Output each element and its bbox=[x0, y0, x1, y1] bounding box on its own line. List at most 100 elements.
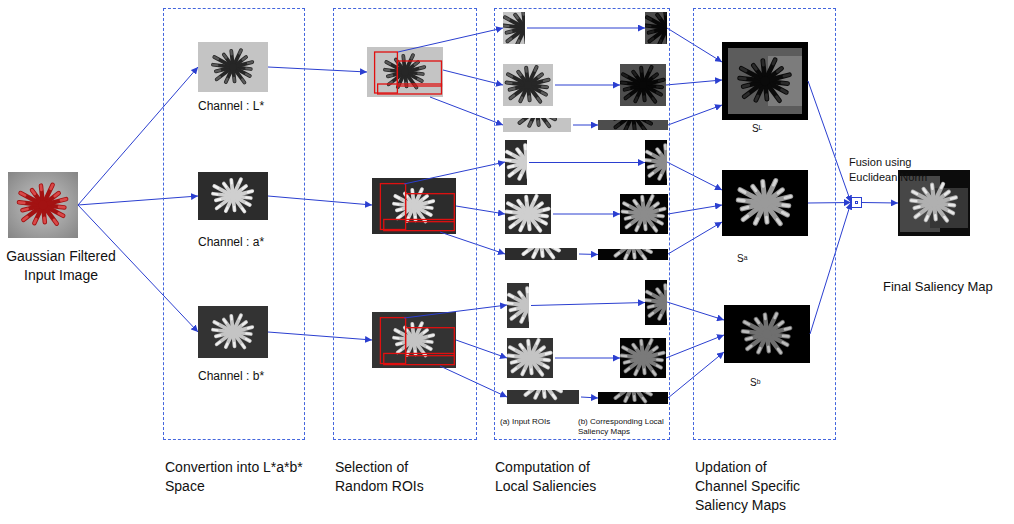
pen-hub bbox=[639, 354, 647, 362]
pen-tip bbox=[233, 207, 236, 211]
pen-tip bbox=[398, 350, 401, 352]
pen bbox=[530, 361, 531, 373]
photo-ground bbox=[722, 170, 808, 236]
flow-arrow bbox=[531, 303, 645, 306]
pen-tip bbox=[779, 322, 783, 325]
pen-tip bbox=[755, 219, 757, 223]
pen-tip bbox=[740, 190, 745, 193]
pen-tip bbox=[646, 24, 651, 27]
pen bbox=[625, 359, 639, 363]
pen-tip bbox=[542, 92, 546, 94]
pen bbox=[665, 145, 666, 159]
flow-arrow bbox=[456, 206, 505, 214]
photo-ground bbox=[8, 172, 78, 238]
pen-tip bbox=[546, 353, 551, 354]
pen-tip bbox=[934, 215, 937, 219]
flow-arrow bbox=[666, 335, 724, 358]
pen-tip bbox=[388, 75, 392, 76]
node-label: Sᴸ bbox=[752, 122, 782, 136]
pen bbox=[403, 56, 404, 69]
pen bbox=[418, 335, 434, 339]
local-roi bbox=[503, 12, 525, 44]
pen-tip bbox=[551, 118, 555, 119]
pen-tip bbox=[765, 95, 768, 100]
pen-tip bbox=[658, 221, 662, 223]
flow-arrow bbox=[553, 214, 620, 215]
pen-tip bbox=[34, 219, 36, 223]
channel-saliency-map: Sᵇ bbox=[724, 305, 810, 363]
pen bbox=[633, 392, 634, 400]
pen-tip bbox=[640, 341, 643, 345]
pen bbox=[216, 197, 230, 200]
pen-tip bbox=[647, 121, 651, 123]
pen-tip bbox=[782, 212, 787, 215]
channel-photo bbox=[198, 306, 268, 358]
roi-rectangle bbox=[406, 328, 455, 356]
pen-tip bbox=[385, 69, 389, 72]
pen bbox=[47, 199, 66, 204]
input-image: Gaussian Filtered Input Image bbox=[8, 172, 78, 238]
pen bbox=[510, 86, 524, 90]
pen-tip bbox=[394, 337, 398, 340]
pen-tip bbox=[643, 256, 645, 259]
saliency-patch bbox=[768, 56, 802, 106]
pen-tip bbox=[394, 203, 398, 206]
pen-tip bbox=[926, 216, 928, 220]
flow-connector bbox=[862, 202, 898, 204]
pen-tip bbox=[626, 218, 631, 219]
pen-tip bbox=[506, 159, 511, 162]
pen-tip bbox=[783, 204, 789, 208]
pen-tip bbox=[647, 250, 651, 252]
flow-connector bbox=[808, 202, 851, 204]
pen-tip bbox=[743, 85, 748, 86]
pen-tip bbox=[515, 15, 517, 18]
pen bbox=[763, 181, 765, 199]
flow-arrow bbox=[555, 358, 620, 359]
local-roi bbox=[503, 64, 553, 106]
pen-tip bbox=[758, 348, 760, 352]
pen bbox=[771, 328, 790, 333]
pen-tip bbox=[643, 96, 646, 100]
photo-ground bbox=[503, 64, 553, 106]
pen-tip bbox=[418, 79, 422, 81]
pen bbox=[533, 248, 539, 257]
pen bbox=[526, 197, 527, 211]
pen bbox=[235, 199, 245, 212]
pen-tip bbox=[216, 70, 220, 71]
pen-tip bbox=[633, 396, 636, 400]
pen-tip bbox=[551, 254, 553, 257]
pen bbox=[543, 390, 544, 397]
pen-tip bbox=[740, 77, 746, 80]
local-saliency-map bbox=[598, 392, 668, 404]
pen-tip bbox=[633, 345, 635, 348]
pen-tip bbox=[511, 96, 514, 99]
pen bbox=[524, 248, 539, 254]
flow-arrow bbox=[440, 366, 507, 397]
pen-tip bbox=[507, 32, 512, 33]
pen-tip bbox=[777, 97, 780, 101]
flow-arrow bbox=[404, 305, 507, 318]
pen-tip bbox=[616, 125, 619, 128]
pen-tip bbox=[626, 369, 629, 372]
pen-tip bbox=[743, 216, 747, 219]
pen-tip bbox=[949, 211, 953, 213]
pen bbox=[649, 29, 663, 33]
pen-tip bbox=[242, 79, 244, 82]
pen-tip bbox=[783, 334, 788, 337]
pen-tip bbox=[646, 159, 651, 162]
pen-tip bbox=[659, 353, 664, 354]
photo-ground bbox=[620, 64, 666, 106]
local-saliency-map bbox=[620, 338, 666, 378]
pen-tip bbox=[654, 227, 656, 230]
pen bbox=[770, 75, 790, 80]
pen bbox=[616, 249, 631, 256]
pen-tip bbox=[634, 201, 636, 204]
pen bbox=[512, 359, 526, 363]
pen-tip bbox=[653, 74, 656, 77]
pen bbox=[649, 163, 663, 167]
pen-tip bbox=[623, 210, 628, 213]
pen bbox=[231, 180, 232, 193]
local-saliency-map bbox=[620, 64, 666, 106]
pen-tip bbox=[21, 193, 25, 195]
